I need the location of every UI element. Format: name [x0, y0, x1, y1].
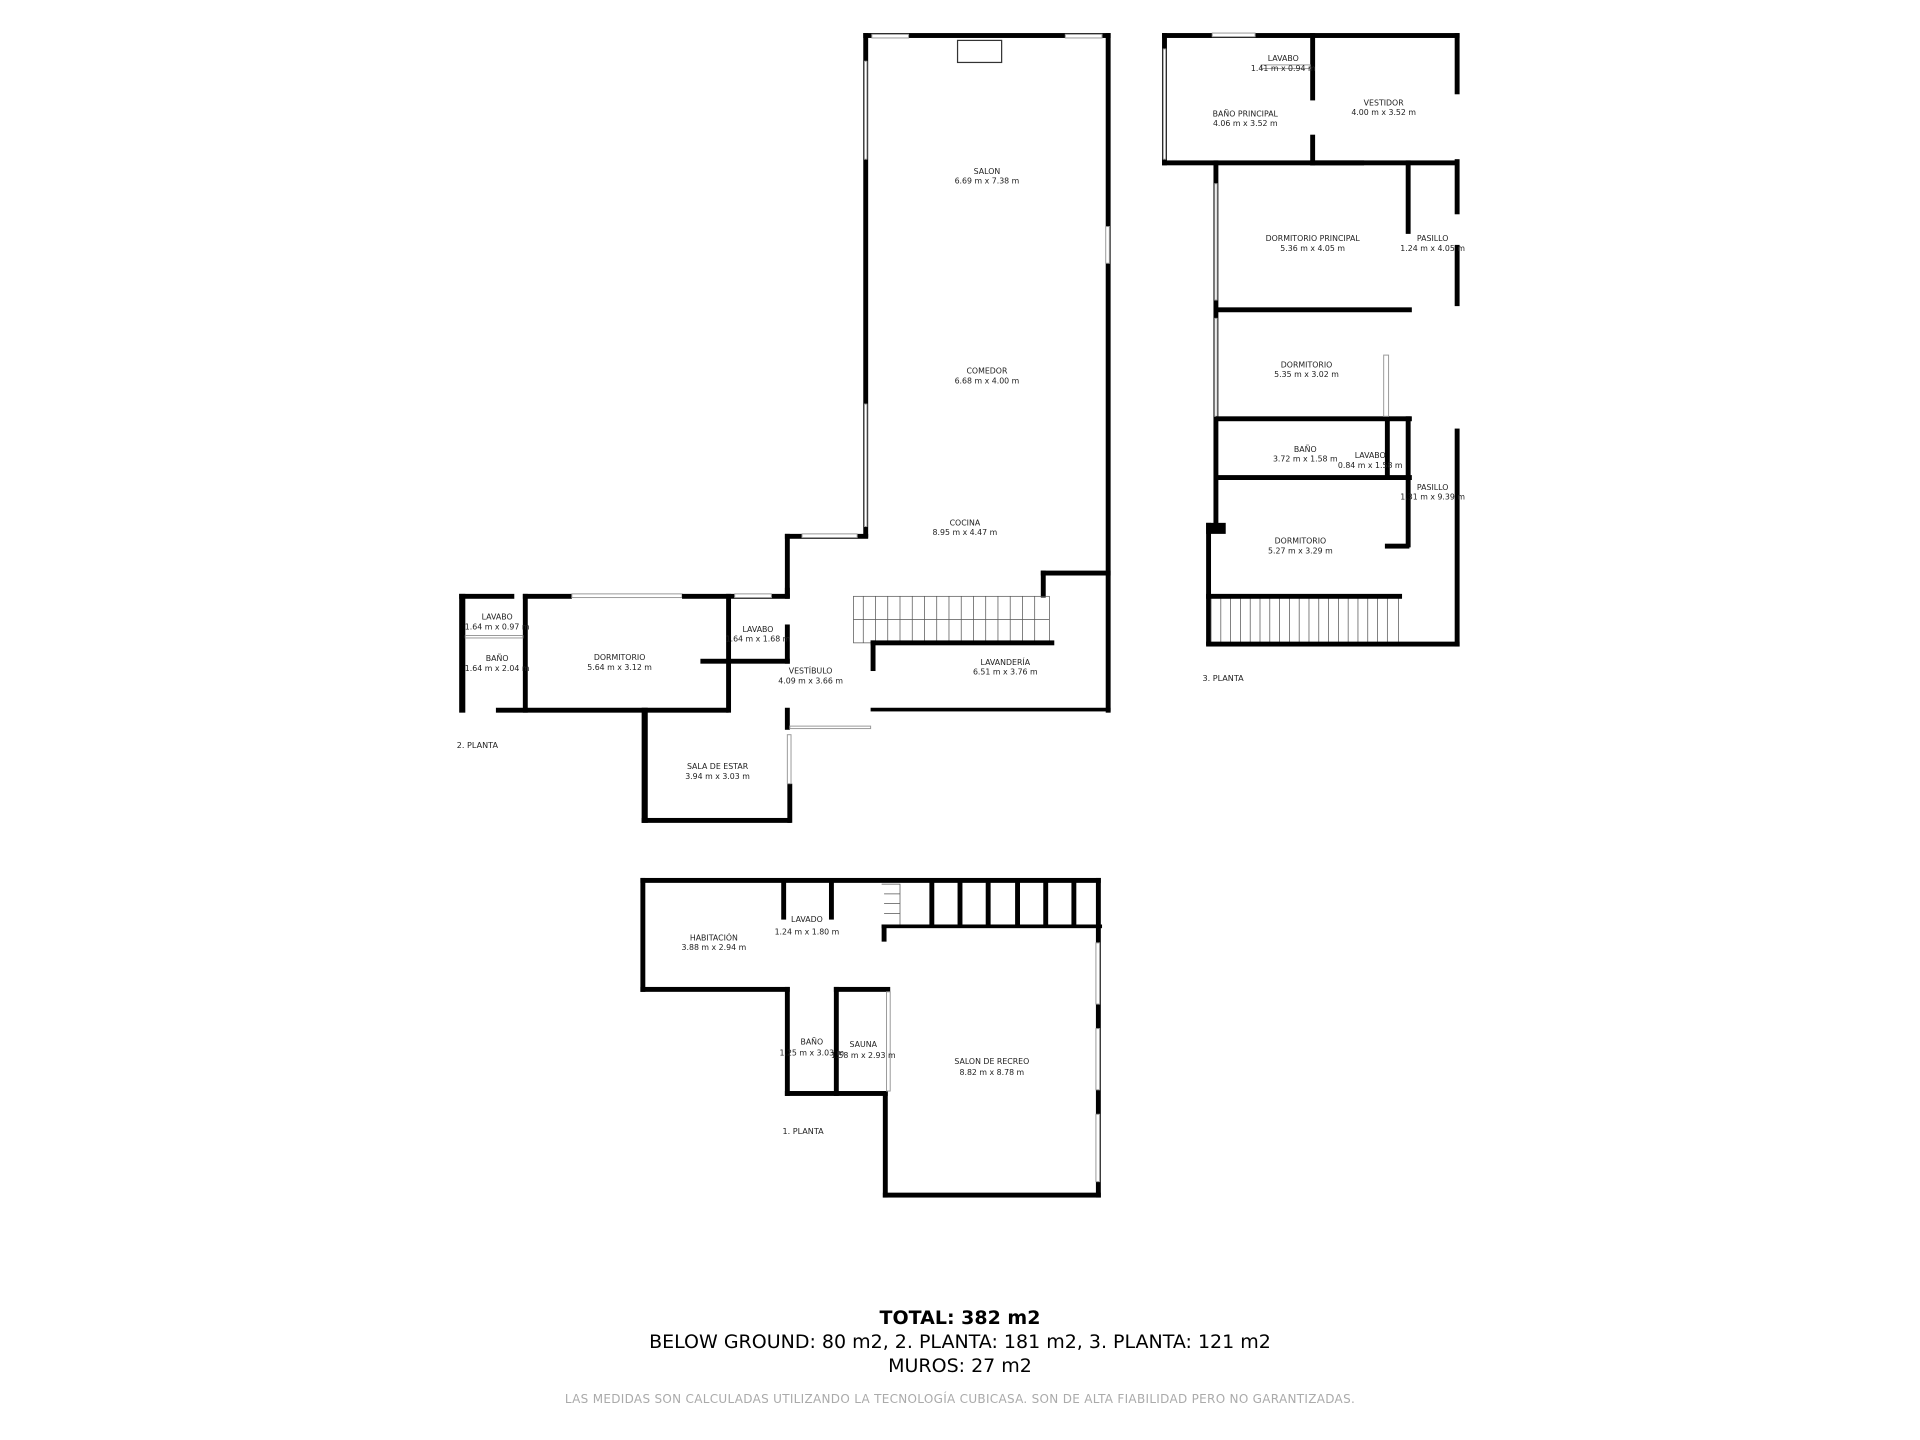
- staircase: [881, 883, 901, 925]
- room-size: 1.24 m x 4.05 m: [1400, 244, 1465, 253]
- room-name: DORMITORIO: [1275, 537, 1327, 546]
- room-labels: SALON 6.69 m x 7.38 m COMEDOR 6.68 m x 4…: [457, 54, 1465, 1136]
- floor-planta-3: [1162, 32, 1460, 647]
- room-size: 5.27 m x 3.29 m: [1268, 546, 1333, 555]
- room-size: 6.69 m x 7.38 m: [955, 177, 1020, 186]
- area-breakdown: BELOW GROUND: 80 m2, 2. PLANTA: 181 m2, …: [649, 1331, 1271, 1353]
- room-name: HABITACIÓN: [690, 931, 738, 942]
- fireplace-icon: [956, 39, 1003, 64]
- room-size: 3.72 m x 1.58 m: [1273, 455, 1338, 464]
- storage-bays: [929, 880, 1077, 927]
- room-name: SALON: [974, 167, 1001, 176]
- room-size: 1.64 m x 1.68 m: [726, 635, 791, 644]
- room-name: VESTIDOR: [1364, 98, 1405, 107]
- floor-planta-2: [459, 33, 1111, 823]
- room-size: 5.35 m x 3.02 m: [1274, 370, 1339, 379]
- room-name: PASILLO: [1417, 234, 1448, 243]
- room-size: 1.24 m x 1.80 m: [775, 927, 840, 936]
- room-size: 8.95 m x 4.47 m: [933, 528, 998, 537]
- total-area: TOTAL: 382 m2: [879, 1307, 1041, 1329]
- room-size: 5.36 m x 4.05 m: [1280, 244, 1345, 253]
- room-size: 8.82 m x 8.78 m: [959, 1068, 1024, 1077]
- room-name: BAÑO: [800, 1036, 823, 1046]
- room-size: 4.06 m x 3.52 m: [1213, 119, 1278, 128]
- room-name: DORMITORIO: [1281, 360, 1333, 369]
- room-size: 1.31 m x 9.39 m: [1400, 493, 1465, 502]
- room-name: LAVADO: [791, 915, 823, 924]
- staircase: [1210, 595, 1399, 644]
- staircase: [853, 595, 1050, 644]
- room-name: LAVABO: [1355, 451, 1386, 460]
- room-name: SALON DE RECREO: [954, 1057, 1029, 1066]
- room-size: 3.94 m x 3.03 m: [685, 772, 750, 781]
- room-size: 4.09 m x 3.66 m: [778, 676, 843, 685]
- room-name: LAVANDERÍA: [981, 656, 1031, 667]
- room-size: 6.51 m x 3.76 m: [973, 668, 1038, 677]
- floor-label: 3. PLANTA: [1202, 673, 1244, 683]
- room-name: VESTÍBULO: [789, 664, 833, 675]
- room-size: 6.68 m x 4.00 m: [955, 376, 1020, 385]
- room-name: COCINA: [950, 518, 981, 527]
- room-size: 0.84 m x 1.58 m: [1338, 461, 1403, 470]
- room-size: 3.88 m x 2.94 m: [682, 943, 747, 952]
- room-size: 4.00 m x 3.52 m: [1351, 108, 1416, 117]
- room-name: SALA DE ESTAR: [687, 762, 749, 771]
- room-size: 1.64 m x 2.04 m: [465, 664, 530, 673]
- room-size: 1.64 m x 0.97 m: [465, 622, 530, 631]
- room-name: LAVABO: [742, 625, 773, 634]
- room-name: LAVABO: [482, 613, 513, 622]
- room-name: PASILLO: [1417, 483, 1448, 492]
- room-name: SAUNA: [850, 1040, 878, 1049]
- room-name: BAÑO: [1294, 444, 1317, 454]
- disclaimer: LAS MEDIDAS SON CALCULADAS UTILIZANDO LA…: [564, 1392, 1356, 1406]
- room-name: COMEDOR: [966, 366, 1008, 375]
- room-name: DORMITORIO PRINCIPAL: [1266, 234, 1361, 243]
- room-size: 1.41 m x 0.94 m: [1251, 64, 1316, 73]
- room-size: 5.64 m x 3.12 m: [587, 663, 652, 672]
- walls-area: MUROS: 27 m2: [888, 1355, 1032, 1377]
- room-name: LAVABO: [1268, 54, 1299, 63]
- floor-label: 1. PLANTA: [782, 1126, 824, 1136]
- room-name: BAÑO: [486, 653, 509, 663]
- floor-planta-1: [640, 877, 1103, 1198]
- room-size: 1.58 m x 2.93 m: [831, 1051, 896, 1060]
- room-size: 1.25 m x 3.03 m: [779, 1049, 844, 1058]
- room-name: DORMITORIO: [594, 653, 646, 662]
- floor-label: 2. PLANTA: [457, 740, 499, 750]
- room-name: BAÑO PRINCIPAL: [1213, 108, 1279, 118]
